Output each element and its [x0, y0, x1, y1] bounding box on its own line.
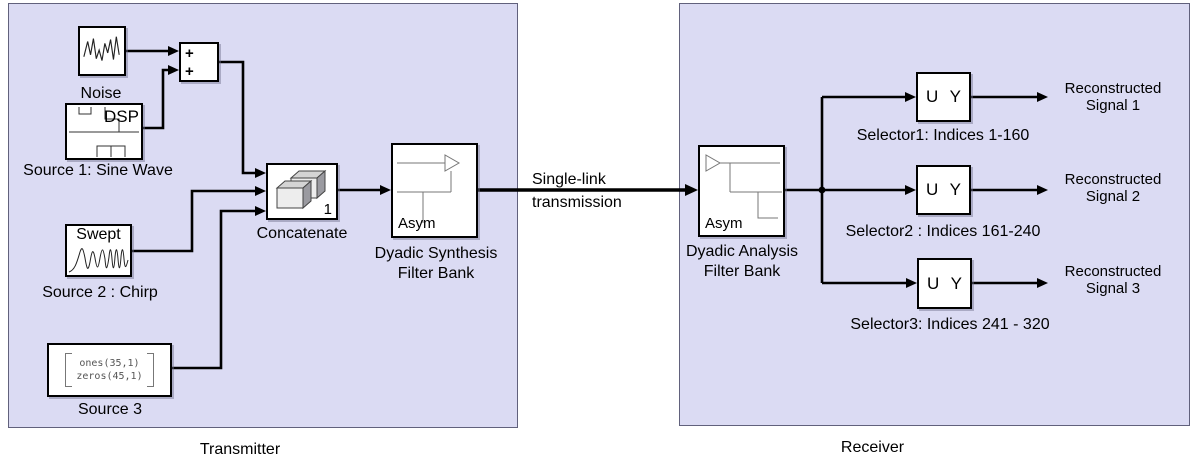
- wire-noise-to-sum[interactable]: [126, 46, 179, 56]
- wire-sum-to-concatenate[interactable]: [219, 60, 266, 178]
- source3-row2: zeros(45,1): [76, 371, 143, 382]
- selector3-y: Y: [950, 273, 962, 293]
- reconstructed-signal2-label: Reconstructed Signal 2: [1064, 171, 1162, 205]
- matrix-bracket-right-icon: [146, 353, 154, 387]
- synthesis-filter-tree-icon: [397, 154, 461, 223]
- single-link-label-line2: transmission: [532, 194, 622, 211]
- chirp-waveform-icon: [68, 248, 129, 273]
- wire-analysis-to-selector2[interactable]: [785, 185, 916, 195]
- synthesis-label: Dyadic Synthesis Filter Bank: [374, 245, 498, 282]
- concatenate-label: Concatenate: [256, 225, 348, 242]
- dsp-icon-text: DSP: [104, 107, 139, 126]
- source3-matrix: ones(35,1) zeros(45,1): [49, 345, 170, 395]
- transmitter-region-label: Transmitter: [199, 441, 281, 458]
- selector3-u: U: [927, 273, 940, 293]
- wire-selector3-out[interactable]: [971, 278, 1048, 288]
- chirp-block[interactable]: Swept: [65, 224, 132, 277]
- selector1-y: Y: [949, 87, 961, 106]
- selector2-block[interactable]: U Y: [916, 165, 971, 215]
- dyadic-analysis-filter-bank-block[interactable]: Asym: [698, 145, 785, 237]
- selector2-u: U: [926, 180, 939, 199]
- selector1-label: Selector1: Indices 1-160: [856, 127, 1030, 144]
- sine-wave-block[interactable]: DSP: [65, 103, 143, 160]
- selector1-block[interactable]: U Y: [916, 72, 971, 122]
- selector2-label: Selector2 : Indices 161-240: [845, 223, 1041, 240]
- sine-wave-label: Source 1: Sine Wave: [23, 162, 173, 179]
- wire-concatenate-to-synthesis[interactable]: [338, 185, 391, 195]
- reconstructed-signal1-label: Reconstructed Signal 1: [1064, 80, 1162, 114]
- source3-constant-block[interactable]: ones(35,1) zeros(45,1): [47, 343, 172, 397]
- concatenate-block[interactable]: 1: [266, 163, 338, 220]
- source3-row1: ones(35,1): [79, 358, 140, 369]
- noise-label: Noise: [80, 85, 122, 102]
- wire-branch-to-selector3[interactable]: [822, 278, 917, 288]
- concatenate-cubes-icon: [275, 169, 327, 210]
- wire-selector1-out[interactable]: [970, 92, 1048, 102]
- single-link-label-line1: Single-link: [532, 171, 606, 188]
- sum-plus-sign-1: +: [185, 45, 194, 62]
- analysis-label: Dyadic Analysis Filter Bank: [685, 243, 799, 280]
- dyadic-synthesis-filter-bank-block[interactable]: Asym: [391, 143, 478, 238]
- wire-source3-to-concatenate[interactable]: [172, 206, 266, 370]
- analysis-filter-tree-icon: [705, 154, 782, 219]
- sum-block[interactable]: + +: [179, 42, 219, 82]
- matrix-bracket-left-icon: [65, 353, 73, 387]
- wire-sinewave-to-sum[interactable]: [143, 65, 179, 130]
- source3-label: Source 3: [77, 401, 143, 418]
- receiver-region-label: Receiver: [840, 439, 905, 456]
- wire-single-link-transmission[interactable]: [478, 184, 698, 196]
- selector3-label: Selector3: Indices 241 - 320: [850, 316, 1050, 333]
- sum-plus-sign-2: +: [185, 63, 194, 80]
- swept-icon-text: Swept: [76, 226, 121, 243]
- concatenate-port-number: 1: [323, 201, 332, 218]
- wire-selector2-out[interactable]: [970, 185, 1048, 195]
- wire-branch-to-selector1[interactable]: [822, 92, 916, 102]
- reconstructed-signal3-label: Reconstructed Signal 3: [1064, 263, 1162, 297]
- selector2-y: Y: [949, 180, 961, 199]
- noise-block[interactable]: [78, 26, 126, 76]
- dsp-puzzle-icon: [69, 107, 139, 157]
- noise-waveform-icon: [83, 36, 120, 61]
- analysis-asym-text: Asym: [705, 215, 743, 232]
- synthesis-asym-text: Asym: [398, 215, 436, 232]
- chirp-label: Source 2 : Chirp: [42, 284, 158, 301]
- wire-chirp-to-concatenate[interactable]: [132, 186, 266, 253]
- selector1-u: U: [926, 87, 939, 106]
- selector3-block[interactable]: U Y: [917, 258, 972, 309]
